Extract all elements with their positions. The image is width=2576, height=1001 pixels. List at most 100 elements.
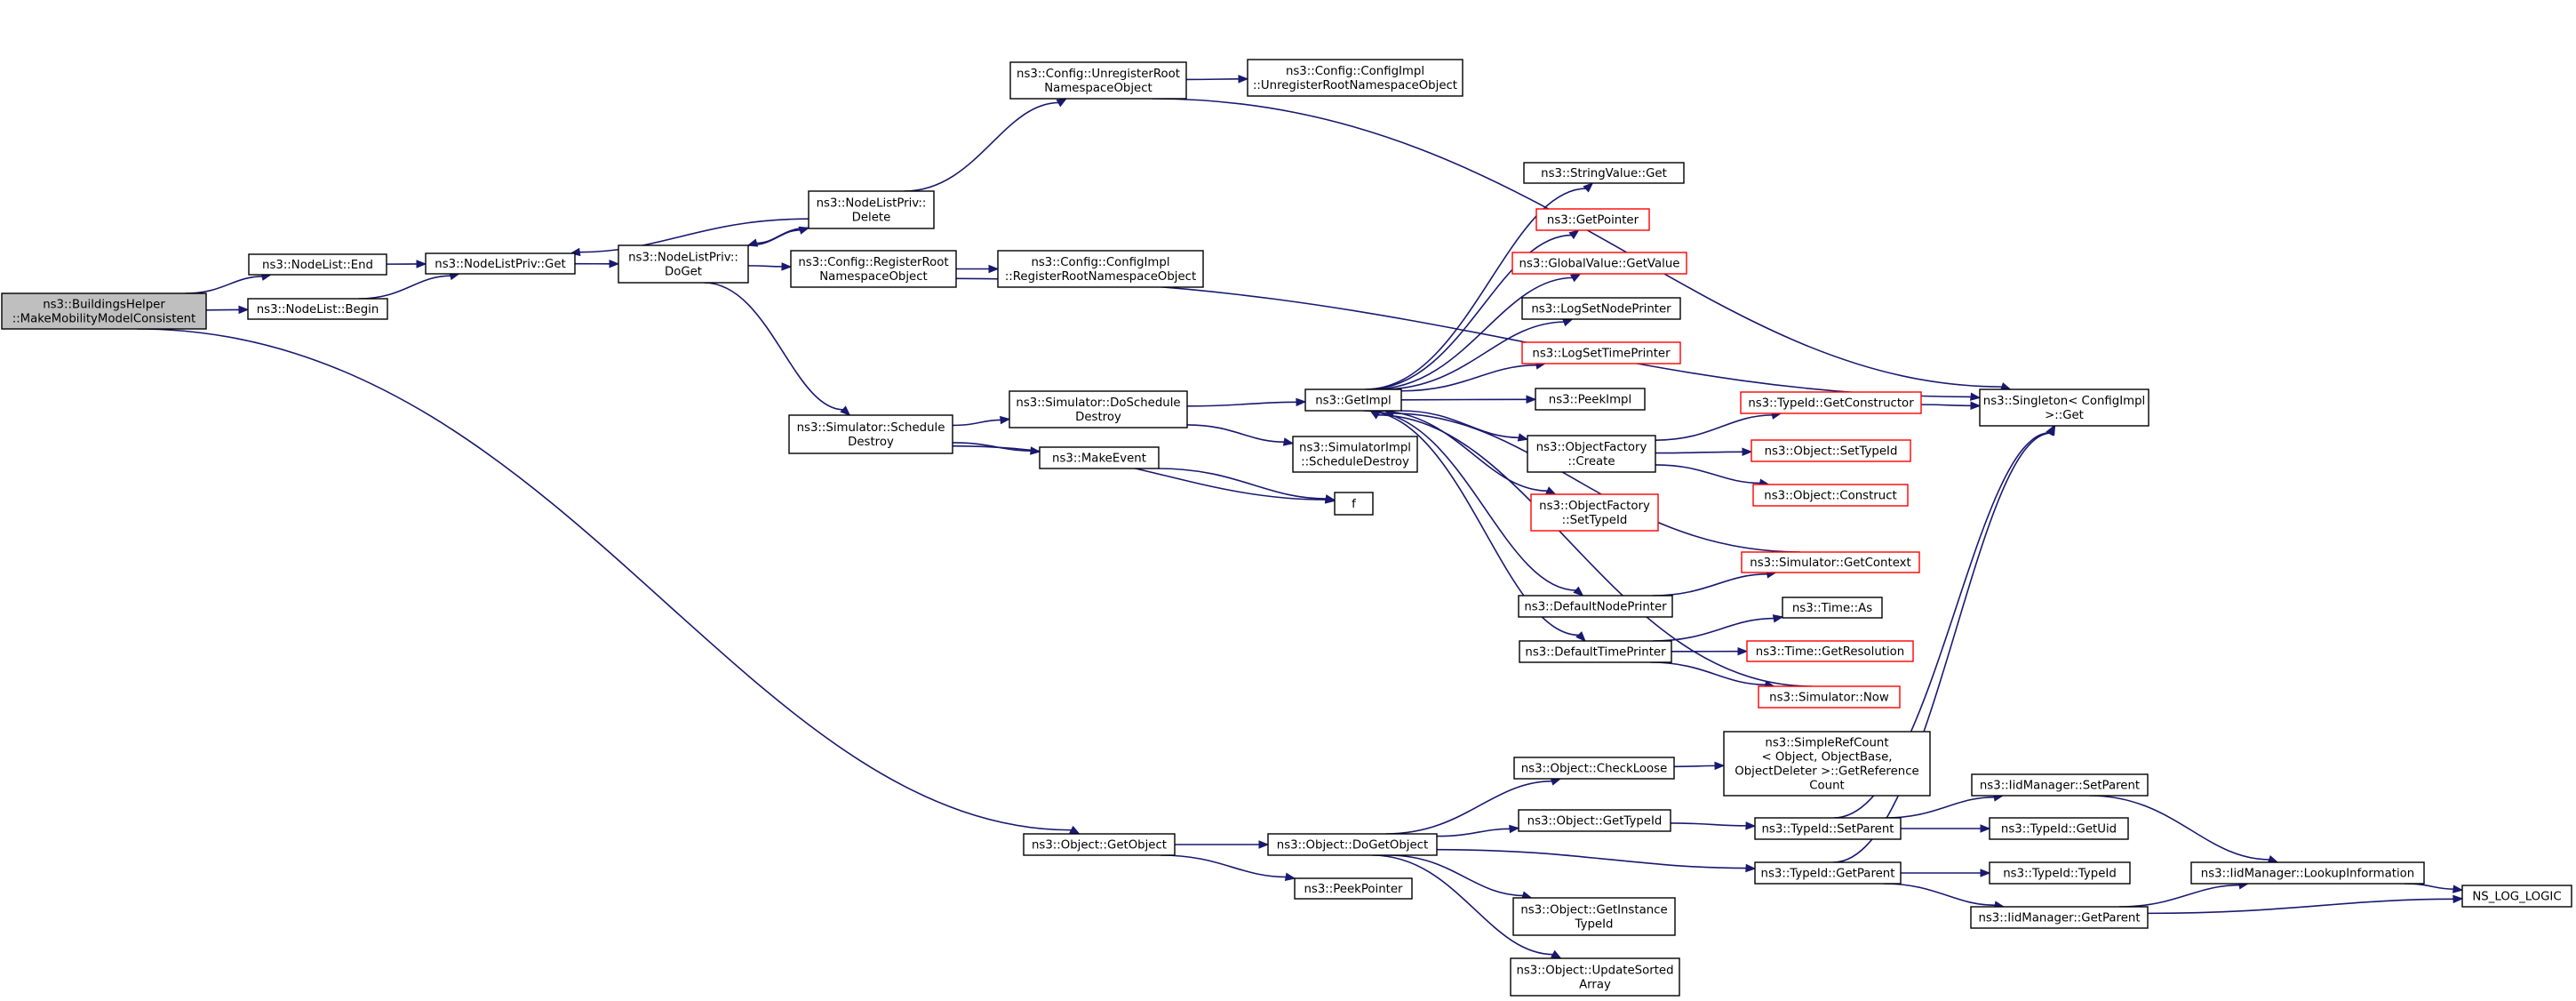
node-box-makeevent bbox=[1039, 446, 1160, 469]
arrowhead-iidmgr_setparent-to-iidmgr_lookup bbox=[2267, 855, 2279, 863]
node-label-sim_schedule: Destroy bbox=[848, 436, 894, 449]
node-nl_end[interactable]: ns3::NodeList::End bbox=[248, 253, 387, 276]
node-iidmgr_setparent[interactable]: ns3::IidManager::SetParent bbox=[1971, 773, 2149, 797]
node-sim_schedule[interactable]: ns3::Simulator::ScheduleDestroy bbox=[788, 414, 953, 454]
arrowhead-cfg_reg-to-cfgimpl_reg bbox=[988, 264, 1000, 274]
arrowhead-obj_dogetobject-to-obj_gettypeid bbox=[1509, 824, 1520, 834]
node-obj_dogetobject[interactable]: ns3::Object::DoGetObject bbox=[1267, 833, 1438, 856]
node-ns_log_logic[interactable]: NS_LOG_LOGIC bbox=[2461, 885, 2572, 908]
node-typeid_setparent[interactable]: ns3::TypeId::SetParent bbox=[1754, 817, 1902, 840]
node-deftimeprinter[interactable]: ns3::DefaultTimePrinter bbox=[1519, 640, 1672, 663]
node-label-getimpl: ns3::GetImpl bbox=[1315, 394, 1391, 407]
node-label-globalvalue: ns3::GlobalValue::GetValue bbox=[1519, 257, 1680, 270]
node-peekimpl[interactable]: ns3::PeekImpl bbox=[1535, 388, 1646, 411]
node-typeid_getparent[interactable]: ns3::TypeId::GetParent bbox=[1754, 861, 1902, 885]
node-label-cfgimpl_unreg: ns3::Config::ConfigImpl bbox=[1286, 65, 1424, 78]
node-simplerefcount[interactable]: ns3::SimpleRefCount< Object, ObjectBase,… bbox=[1723, 731, 1931, 797]
edge-typeid_setparent-to-singleton_get bbox=[1833, 432, 2051, 819]
node-logsetnode[interactable]: ns3::LogSetNodePrinter bbox=[1521, 297, 1681, 320]
node-object_construct[interactable]: ns3::Object::Construct bbox=[1752, 484, 1909, 507]
node-defnodeprinter[interactable]: ns3::DefaultNodePrinter bbox=[1518, 595, 1673, 618]
node-box-ns_log_logic bbox=[2461, 885, 2572, 908]
node-singleton_get[interactable]: ns3::Singleton< ConfigImpl>::Get bbox=[1979, 388, 2149, 427]
node-label-obj_updatesorted: ns3::Object::UpdateSorted bbox=[1516, 964, 1673, 977]
node-box-cfgimpl_reg bbox=[997, 250, 1204, 288]
node-label-peekimpl: ns3::PeekImpl bbox=[1549, 393, 1631, 406]
node-getpointer[interactable]: ns3::GetPointer bbox=[1535, 208, 1650, 231]
arrowhead-root-to-nl_begin bbox=[238, 305, 250, 315]
node-time_getres[interactable]: ns3::Time::GetResolution bbox=[1746, 640, 1914, 662]
node-label-nlp_get: ns3::NodeListPriv::Get bbox=[435, 258, 565, 271]
node-cfg_unreg[interactable]: ns3::Config::UnregisterRootNamespaceObje… bbox=[1009, 61, 1187, 100]
node-simimpl_sched[interactable]: ns3::SimulatorImpl::ScheduleDestroy bbox=[1292, 436, 1418, 473]
node-label-object_settypeid: ns3::Object::SetTypeId bbox=[1765, 444, 1898, 458]
node-root[interactable]: ns3::BuildingsHelper::MakeMobilityModelC… bbox=[1, 292, 207, 330]
arrowhead-sim_now-to-getimpl bbox=[1369, 410, 1381, 420]
nodes-layer: ns3::BuildingsHelper::MakeMobilityModelC… bbox=[1, 59, 2572, 997]
node-label-cfg_unreg: NamespaceObject bbox=[1044, 82, 1152, 95]
node-nlp_doget[interactable]: ns3::NodeListPriv::DoGet bbox=[618, 244, 749, 284]
node-objfactory_create[interactable]: ns3::ObjectFactory::Create bbox=[1527, 435, 1656, 473]
edge-obj_getobject-to-peekpointer bbox=[1160, 854, 1288, 878]
edge-iidmgr_getparent-to-ns_log_logic bbox=[2147, 898, 2455, 915]
node-typeid_typeid[interactable]: ns3::TypeId::TypeId bbox=[1989, 861, 2131, 885]
node-stringvalue_get[interactable]: ns3::StringValue::Get bbox=[1523, 162, 1685, 184]
node-label-f: f bbox=[1352, 498, 1356, 511]
node-box-nlp_doget bbox=[618, 244, 749, 284]
node-nl_begin[interactable]: ns3::NodeList::Begin bbox=[247, 298, 388, 320]
node-logsettime[interactable]: ns3::LogSetTimePrinter bbox=[1521, 341, 1681, 364]
node-obj_checkloose[interactable]: ns3::Object::CheckLoose bbox=[1513, 757, 1675, 780]
node-box-nl_end bbox=[248, 253, 387, 276]
edge-getimpl-to-globalvalue bbox=[1372, 276, 1574, 390]
edge-getimpl-to-objfactory_create bbox=[1400, 410, 1520, 439]
node-label-peekpointer: ns3::PeekPointer bbox=[1304, 883, 1403, 896]
edge-obj_dogetobject-to-obj_updatesorted bbox=[1371, 854, 1554, 956]
node-nlp_delete[interactable]: ns3::NodeListPriv::Delete bbox=[808, 190, 935, 229]
arrowhead-sim_schedule-to-sim_doschedule bbox=[1000, 415, 1011, 425]
node-iidmgr_getparent[interactable]: ns3::IidManager::GetParent bbox=[1970, 906, 2149, 929]
node-box-obj_dogetobject bbox=[1267, 833, 1438, 856]
node-obj_gettypeid[interactable]: ns3::Object::GetTypeId bbox=[1518, 809, 1671, 832]
node-f[interactable]: f bbox=[1334, 492, 1374, 516]
node-globalvalue[interactable]: ns3::GlobalValue::GetValue bbox=[1511, 252, 1687, 275]
node-box-cfgimpl_unreg bbox=[1247, 59, 1463, 97]
node-label-cfg_reg: NamespaceObject bbox=[819, 270, 928, 284]
node-iidmgr_lookup[interactable]: ns3::IidManager::LookupInformation bbox=[2190, 861, 2425, 885]
node-label-sim_doschedule: ns3::Simulator::DoSchedule bbox=[1016, 396, 1180, 410]
edge-getimpl-to-peekimpl bbox=[1400, 398, 1528, 401]
node-box-typeid_getuid bbox=[1989, 817, 2129, 840]
node-box-obj_getinstance bbox=[1512, 897, 1676, 936]
edge-getimpl-to-objfactory_settypeid bbox=[1376, 410, 1549, 492]
node-typeid_getctor[interactable]: ns3::TypeId::GetConstructor bbox=[1740, 391, 1922, 414]
node-makeevent[interactable]: ns3::MakeEvent bbox=[1039, 446, 1160, 469]
node-peekpointer[interactable]: ns3::PeekPointer bbox=[1294, 877, 1413, 900]
edge-sim_doschedule-to-getimpl bbox=[1186, 401, 1298, 407]
node-sim_getcontext[interactable]: ns3::Simulator::GetContext bbox=[1741, 551, 1920, 573]
node-obj_getobject[interactable]: ns3::Object::GetObject bbox=[1023, 833, 1176, 856]
node-nlp_get[interactable]: ns3::NodeListPriv::Get bbox=[425, 252, 576, 275]
node-label-typeid_getuid: ns3::TypeId::GetUid bbox=[2001, 822, 2117, 836]
node-cfgimpl_reg[interactable]: ns3::Config::ConfigImpl::RegisterRootNam… bbox=[997, 250, 1204, 288]
arrowhead-sim_doschedule-to-getimpl bbox=[1296, 397, 1307, 407]
edge-iidmgr_lookup-to-ns_log_logic bbox=[2404, 883, 2455, 891]
node-box-globalvalue bbox=[1511, 252, 1687, 275]
node-typeid_getuid[interactable]: ns3::TypeId::GetUid bbox=[1989, 817, 2129, 840]
arrowhead-getimpl-to-logsetnode bbox=[1562, 318, 1574, 327]
edge-obj_dogetobject-to-obj_checkloose bbox=[1385, 780, 1553, 835]
node-cfg_reg[interactable]: ns3::Config::RegisterRootNamespaceObject bbox=[790, 250, 957, 288]
node-box-getimpl bbox=[1304, 388, 1402, 412]
node-object_settypeid[interactable]: ns3::Object::SetTypeId bbox=[1751, 439, 1911, 462]
node-sim_now[interactable]: ns3::Simulator::Now bbox=[1758, 685, 1901, 709]
arrowhead-sim_doschedule-to-simimpl_sched bbox=[1282, 437, 1295, 446]
node-getimpl[interactable]: ns3::GetImpl bbox=[1304, 388, 1402, 412]
node-cfgimpl_unreg[interactable]: ns3::Config::ConfigImpl::UnregisterRootN… bbox=[1247, 59, 1463, 97]
arrowhead-makeevent-to-f bbox=[1324, 494, 1336, 503]
node-label-sim_schedule: ns3::Simulator::Schedule bbox=[797, 421, 945, 435]
node-objfactory_settypeid[interactable]: ns3::ObjectFactory::SetTypeId bbox=[1530, 493, 1659, 532]
node-label-simplerefcount: < Object, ObjectBase, bbox=[1761, 750, 1892, 764]
node-time_as[interactable]: ns3::Time::As bbox=[1782, 597, 1883, 619]
